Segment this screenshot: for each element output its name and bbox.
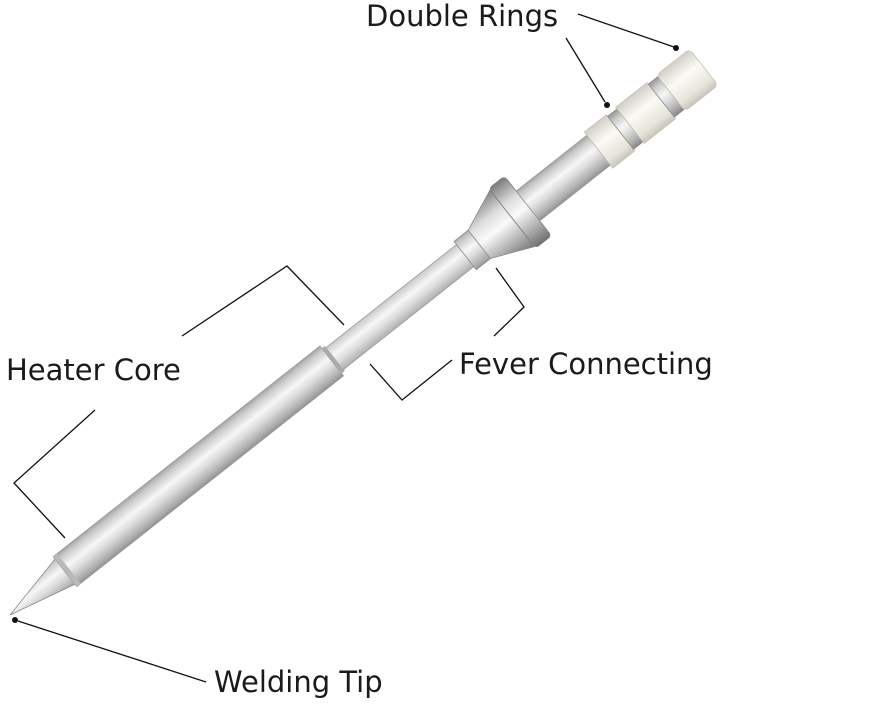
fever-connecting-bracket xyxy=(369,359,453,401)
double-rings-label: Double Rings xyxy=(366,0,559,33)
soldering-tip xyxy=(9,50,717,616)
leader-lines xyxy=(12,13,679,683)
heater-core-bracket-bottom xyxy=(13,409,96,539)
double-rings-dot-1 xyxy=(673,45,679,51)
connecting-tube xyxy=(322,243,475,373)
fever-connecting-label: Fever Connecting xyxy=(459,347,713,381)
flange-cone xyxy=(467,189,536,259)
double-rings-dot-2 xyxy=(604,102,610,108)
welding-tip-leader xyxy=(17,620,207,683)
ceramic-end-cap xyxy=(658,50,717,110)
heater-core-label: Heater Core xyxy=(6,353,181,387)
double-rings-leader-2 xyxy=(565,37,606,103)
fever-connecting-bracket-2 xyxy=(493,267,525,337)
welding-tip-label: Welding Tip xyxy=(214,665,383,699)
heater-core-bracket-top xyxy=(181,265,345,337)
double-rings-leader-1 xyxy=(577,13,675,48)
welding-tip-dot xyxy=(12,617,18,623)
rear-tube xyxy=(515,134,611,222)
